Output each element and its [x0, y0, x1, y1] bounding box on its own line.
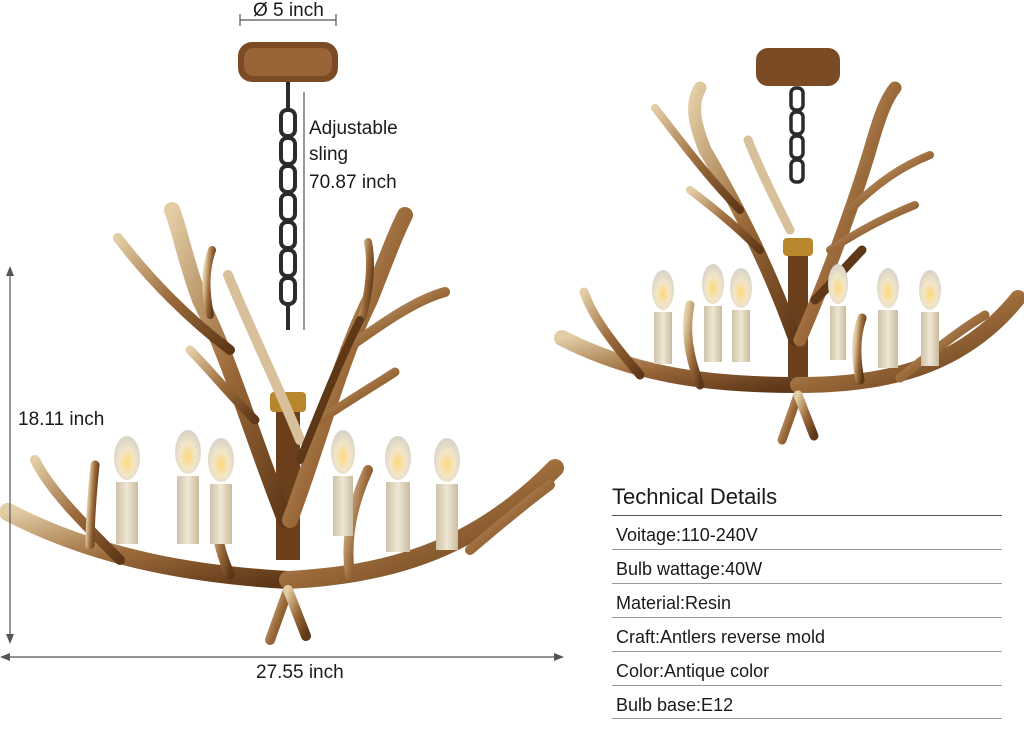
upper-antlers — [113, 202, 450, 528]
technical-details-title: Technical Details — [612, 484, 778, 509]
sling-label-line1: Adjustable — [309, 118, 398, 139]
canopy-diameter-label: Ø 5 inch — [253, 0, 324, 21]
spec-row-voltage: Voitage:110-240V — [612, 515, 1002, 549]
sling-length-label: 70.87 inch — [309, 172, 397, 193]
lower-antler-ring — [0, 455, 564, 645]
sling-label-line2: sling — [309, 144, 349, 165]
spec-row-material: Material:Resin — [612, 583, 1002, 617]
chandelier-front-view — [0, 42, 564, 645]
dimension-lines — [0, 14, 564, 661]
candle-1 — [114, 436, 140, 544]
chandelier-angled-view — [554, 48, 1024, 445]
candle-lights — [114, 430, 460, 552]
spec-row-bulb-base: Bulb base:E12 — [612, 685, 1002, 719]
spec-row-color: Color:Antique color — [612, 651, 1002, 685]
hanging-chain-2 — [789, 86, 805, 184]
width-label: 27.55 inch — [256, 662, 344, 683]
candle-6 — [434, 438, 460, 550]
spec-row-craft: Craft:Antlers reverse mold — [612, 617, 1002, 651]
candle-lights-2 — [652, 264, 941, 368]
hanging-chain — [279, 82, 297, 330]
central-stem-2 — [788, 250, 808, 380]
lower-antler-ring-2 — [554, 287, 1024, 445]
candle-5 — [385, 436, 411, 552]
height-label: 18.11 inch — [18, 409, 105, 430]
ceiling-canopy-2 — [756, 48, 840, 86]
ceiling-canopy — [238, 42, 338, 82]
candle-4 — [331, 430, 355, 536]
brass-collar-2 — [783, 238, 813, 256]
spec-row-wattage: Bulb wattage:40W — [612, 549, 1002, 583]
candle-3 — [208, 438, 234, 544]
technical-details-list: Voitage:110-240V Bulb wattage:40W Materi… — [612, 515, 1002, 719]
candle-2 — [175, 430, 201, 544]
